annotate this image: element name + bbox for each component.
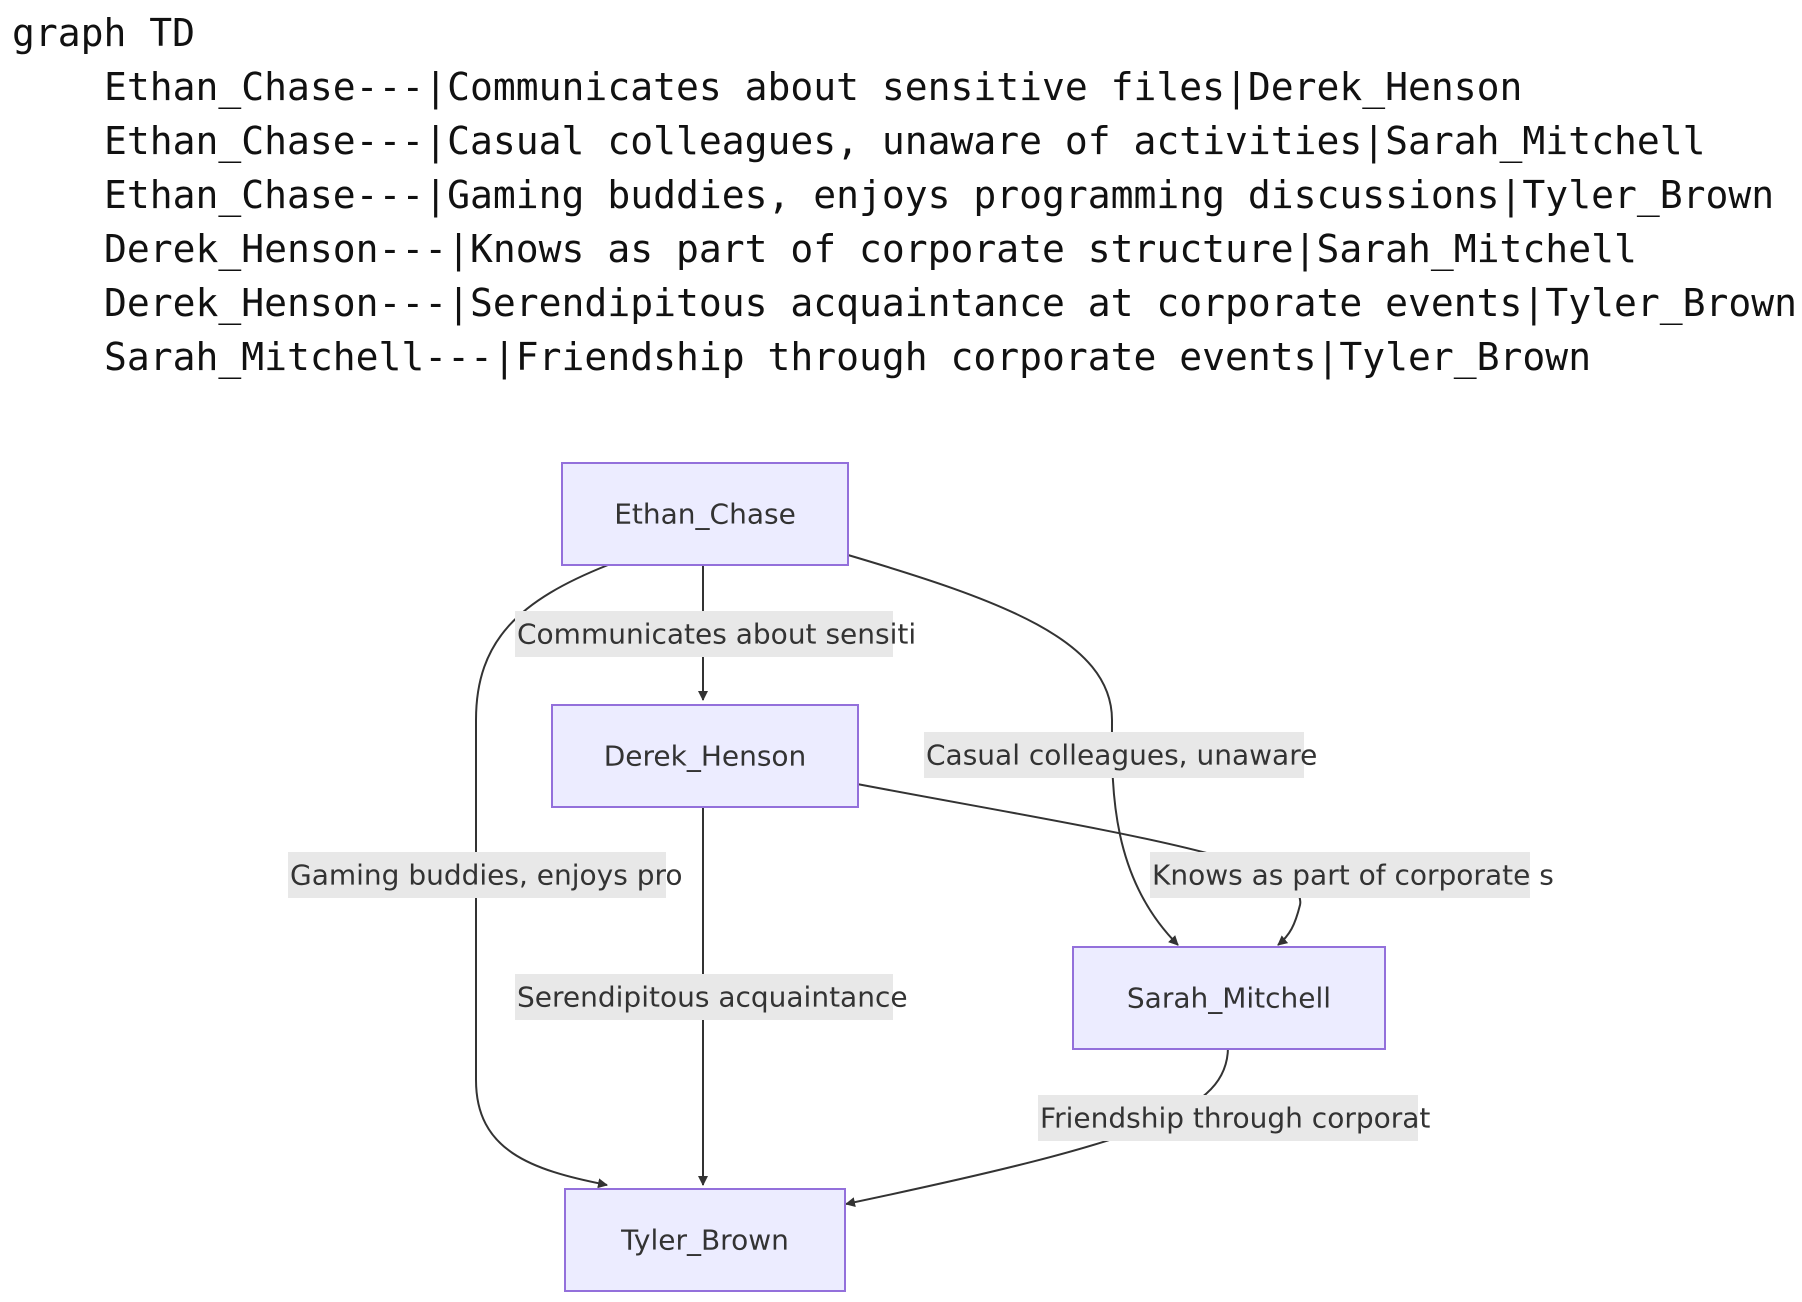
edge-label-bg-5 — [515, 974, 893, 1020]
edge-label-derek-sarah: Knows as part of corporate s — [1150, 852, 1554, 898]
edge-label-sarah-tyler: Friendship through corporat — [1038, 1095, 1430, 1141]
mermaid-source: graph TD Ethan_Chase---|Communicates abou… — [12, 6, 1797, 384]
node-box-tyler — [564, 1188, 846, 1292]
edge-label-text-5: Serendipitous acquaintance — [517, 981, 908, 1014]
edge-label-ethan-sarah: Casual colleagues, unaware — [924, 732, 1317, 778]
edge-label-bg-3 — [288, 852, 666, 898]
node-ethan-chase[interactable]: Ethan_Chase — [561, 462, 849, 566]
edge-label-bg-4 — [1150, 852, 1530, 898]
edge-label-text-1: Communicates about sensiti — [517, 618, 916, 651]
edge-label-bg-1 — [515, 611, 893, 657]
edge-label-derek-tyler: Serendipitous acquaintance — [515, 974, 908, 1020]
source-line-4: Derek_Henson---|Knows as part of corpora… — [104, 227, 1637, 271]
source-line-2: Ethan_Chase---|Casual colleagues, unawar… — [104, 119, 1706, 163]
node-label-ethan: Ethan_Chase — [614, 498, 796, 531]
nodes: Ethan_Chase Derek_Henson Sarah_Mitchell … — [551, 462, 1386, 1292]
node-box-sarah — [1072, 946, 1386, 1050]
edge-label-bg-6 — [1038, 1095, 1418, 1141]
source-line-5: Derek_Henson---|Serendipitous acquaintan… — [104, 281, 1797, 325]
source-line-3: Ethan_Chase---|Gaming buddies, enjoys pr… — [104, 173, 1775, 217]
edge-label-bg-2 — [924, 732, 1304, 778]
source-header: graph TD — [12, 11, 196, 55]
node-box-derek — [551, 704, 859, 808]
edge-label-ethan-derek: Communicates about sensiti — [515, 611, 916, 657]
node-label-tyler: Tyler_Brown — [620, 1224, 789, 1257]
node-tyler-brown[interactable]: Tyler_Brown — [564, 1188, 846, 1292]
node-box-ethan — [561, 462, 849, 566]
edge-label-ethan-tyler: Gaming buddies, enjoys pro — [288, 852, 683, 898]
edge-ethan-tyler — [475, 564, 609, 1189]
node-label-sarah: Sarah_Mitchell — [1127, 982, 1331, 1015]
edge-label-text-4: Knows as part of corporate s — [1152, 859, 1554, 892]
edge-ethan-sarah — [847, 554, 1179, 946]
edge-label-text-3: Gaming buddies, enjoys pro — [290, 859, 683, 892]
node-label-derek: Derek_Henson — [604, 740, 807, 773]
source-line-6: Sarah_Mitchell---|Friendship through cor… — [104, 335, 1592, 379]
node-derek-henson[interactable]: Derek_Henson — [551, 704, 859, 808]
edge-label-text-6: Friendship through corporat — [1040, 1102, 1430, 1135]
node-sarah-mitchell[interactable]: Sarah_Mitchell — [1072, 946, 1386, 1050]
edge-label-text-2: Casual colleagues, unaware — [926, 739, 1317, 772]
source-line-1: Ethan_Chase---|Communicates about sensit… — [104, 65, 1523, 109]
edge-labels: Communicates about sensiti Casual collea… — [288, 611, 1554, 1141]
